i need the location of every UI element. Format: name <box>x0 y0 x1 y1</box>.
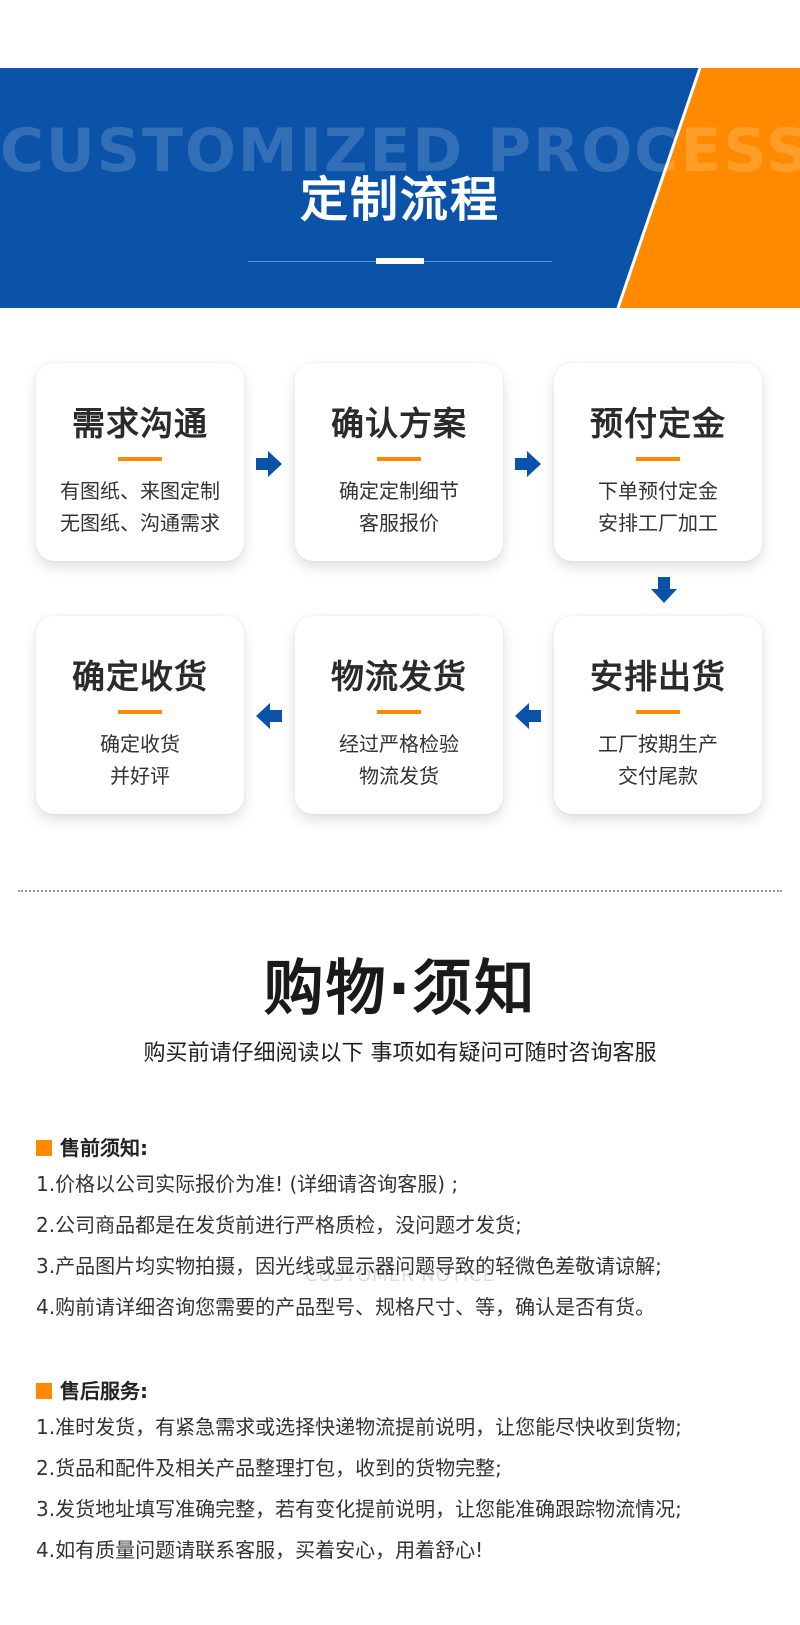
card-title: 确定收货 <box>72 657 208 696</box>
watermark-text: CUSTOMER NOTICE <box>304 1265 496 1286</box>
card-description: 有图纸、来图定制 无图纸、沟通需求 <box>36 475 244 539</box>
card-desc-line: 客服报价 <box>359 511 439 535</box>
process-card-receive: 确定收货 确定收货 并好评 <box>36 616 244 814</box>
card-accent-bar <box>118 710 162 714</box>
card-desc-line: 有图纸、来图定制 <box>60 479 220 503</box>
list-item: 1.准时发货，有紧急需求或选择快递物流提前说明，让您能尽快收到货物; <box>36 1415 682 1439</box>
card-title: 物流发货 <box>331 657 467 696</box>
card-desc-line: 下单预付定金 <box>598 479 718 503</box>
arrow-right-icon <box>515 451 541 477</box>
banner-accent-bar <box>376 258 424 264</box>
notice-subtitle: 购买前请仔细阅读以下 事项如有疑问可随时咨询客服 <box>143 1041 657 1066</box>
banner-title: 定制流程 <box>299 172 500 228</box>
card-description: 经过严格检验 物流发货 <box>295 728 503 792</box>
list-item: 1.价格以公司实际报价为准! (详细请咨询客服) ; <box>36 1172 459 1196</box>
banner-background-text: CUSTOMIZED PROCESS <box>0 116 800 186</box>
card-accent-bar <box>377 457 421 461</box>
arrow-left-icon <box>515 703 541 729</box>
presale-heading: 售前须知: <box>36 1132 148 1161</box>
list-item: 3.产品图片均实物拍摄，因光线或显示器问题导致的轻微色差敬请谅解; <box>36 1254 662 1278</box>
card-desc-line: 安排工厂加工 <box>598 511 718 535</box>
aftersale-heading: 售后服务: <box>36 1375 148 1404</box>
aftersale-heading-text: 售后服务: <box>60 1379 148 1403</box>
card-desc-line: 交付尾款 <box>618 764 698 788</box>
presale-list: 1.价格以公司实际报价为准! (详细请咨询客服) ; 2.公司商品都是在发货前进… <box>36 1164 776 1328</box>
section-divider <box>18 890 782 892</box>
card-accent-bar <box>377 710 421 714</box>
list-item: 4.如有质量问题请联系客服，买着安心，用着舒心! <box>36 1538 484 1562</box>
card-title: 安排出货 <box>590 657 726 696</box>
card-desc-line: 物流发货 <box>359 764 439 788</box>
card-accent-bar <box>118 457 162 461</box>
card-desc-line: 确定收货 <box>100 732 180 756</box>
card-description: 下单预付定金 安排工厂加工 <box>554 475 762 539</box>
process-banner: CUSTOMIZED PROCESS 定制流程 <box>0 68 800 308</box>
process-card-communicate: 需求沟通 有图纸、来图定制 无图纸、沟通需求 <box>36 363 244 561</box>
card-description: 确定收货 并好评 <box>36 728 244 792</box>
card-desc-line: 经过严格检验 <box>339 732 459 756</box>
process-card-confirm-plan: 确认方案 确定定制细节 客服报价 <box>295 363 503 561</box>
arrow-right-icon <box>256 451 282 477</box>
card-title: 预付定金 <box>590 404 726 443</box>
card-accent-bar <box>636 457 680 461</box>
process-card-deposit: 预付定金 下单预付定金 安排工厂加工 <box>554 363 762 561</box>
list-item: 4.购前请详细咨询您需要的产品型号、规格尺寸、等，确认是否有货。 <box>36 1295 656 1319</box>
card-description: 工厂按期生产 交付尾款 <box>554 728 762 792</box>
list-item: 2.货品和配件及相关产品整理打包，收到的货物完整; <box>36 1456 502 1480</box>
arrow-left-icon <box>256 703 282 729</box>
card-desc-line: 工厂按期生产 <box>598 732 718 756</box>
card-title: 确认方案 <box>331 404 467 443</box>
process-card-logistics: 物流发货 经过严格检验 物流发货 <box>295 616 503 814</box>
list-item: 3.发货地址填写准确完整，若有变化提前说明，让您能准确跟踪物流情况; <box>36 1497 682 1521</box>
list-item: 2.公司商品都是在发货前进行严格质检，没问题才发货; <box>36 1213 522 1237</box>
orange-square-icon <box>36 1383 52 1399</box>
card-desc-line: 无图纸、沟通需求 <box>60 511 220 535</box>
process-card-shipment: 安排出货 工厂按期生产 交付尾款 <box>554 616 762 814</box>
notice-title: 购物·须知 <box>263 954 537 1024</box>
banner-orange-shape <box>616 68 800 308</box>
arrow-down-icon <box>651 577 677 603</box>
card-desc-line: 并好评 <box>110 764 170 788</box>
orange-square-icon <box>36 1140 52 1156</box>
aftersale-list: 1.准时发货，有紧急需求或选择快递物流提前说明，让您能尽快收到货物; 2.货品和… <box>36 1407 776 1571</box>
card-title: 需求沟通 <box>72 404 208 443</box>
card-desc-line: 确定定制细节 <box>339 479 459 503</box>
presale-heading-text: 售前须知: <box>60 1136 148 1160</box>
card-accent-bar <box>636 710 680 714</box>
card-description: 确定定制细节 客服报价 <box>295 475 503 539</box>
